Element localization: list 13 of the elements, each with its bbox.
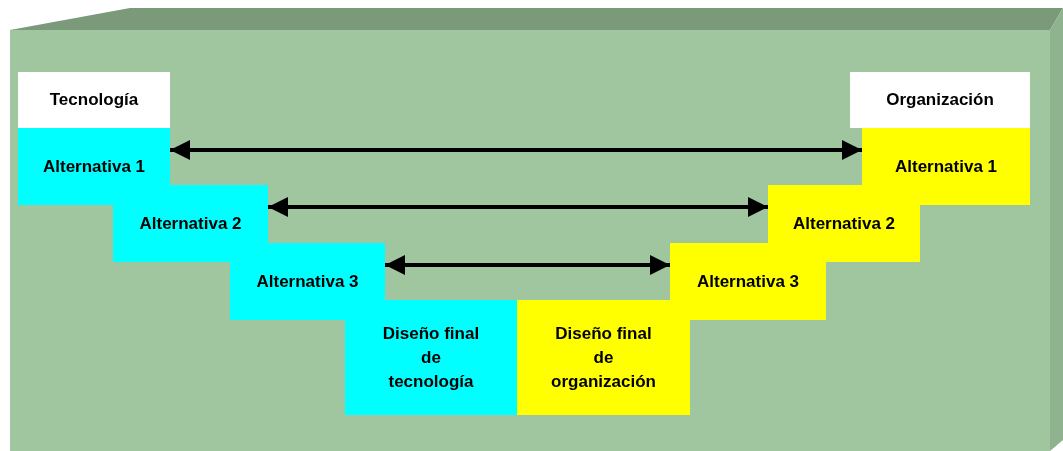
step-box: Alternativa 2 (768, 185, 920, 262)
step-box: Alternativa 1 (862, 128, 1030, 205)
header-box: Organización (850, 72, 1030, 128)
double-arrow (268, 197, 768, 217)
step-box: Diseño final de organización (517, 300, 690, 415)
step-box: Alternativa 3 (670, 243, 826, 320)
step-box: Alternativa 1 (18, 128, 170, 205)
step-box: Alternativa 3 (230, 243, 385, 320)
header-box: Tecnología (18, 72, 170, 128)
double-arrow (170, 140, 862, 160)
step-box: Diseño final de tecnología (345, 300, 517, 415)
double-arrow (385, 255, 670, 275)
step-box: Alternativa 2 (113, 185, 268, 262)
